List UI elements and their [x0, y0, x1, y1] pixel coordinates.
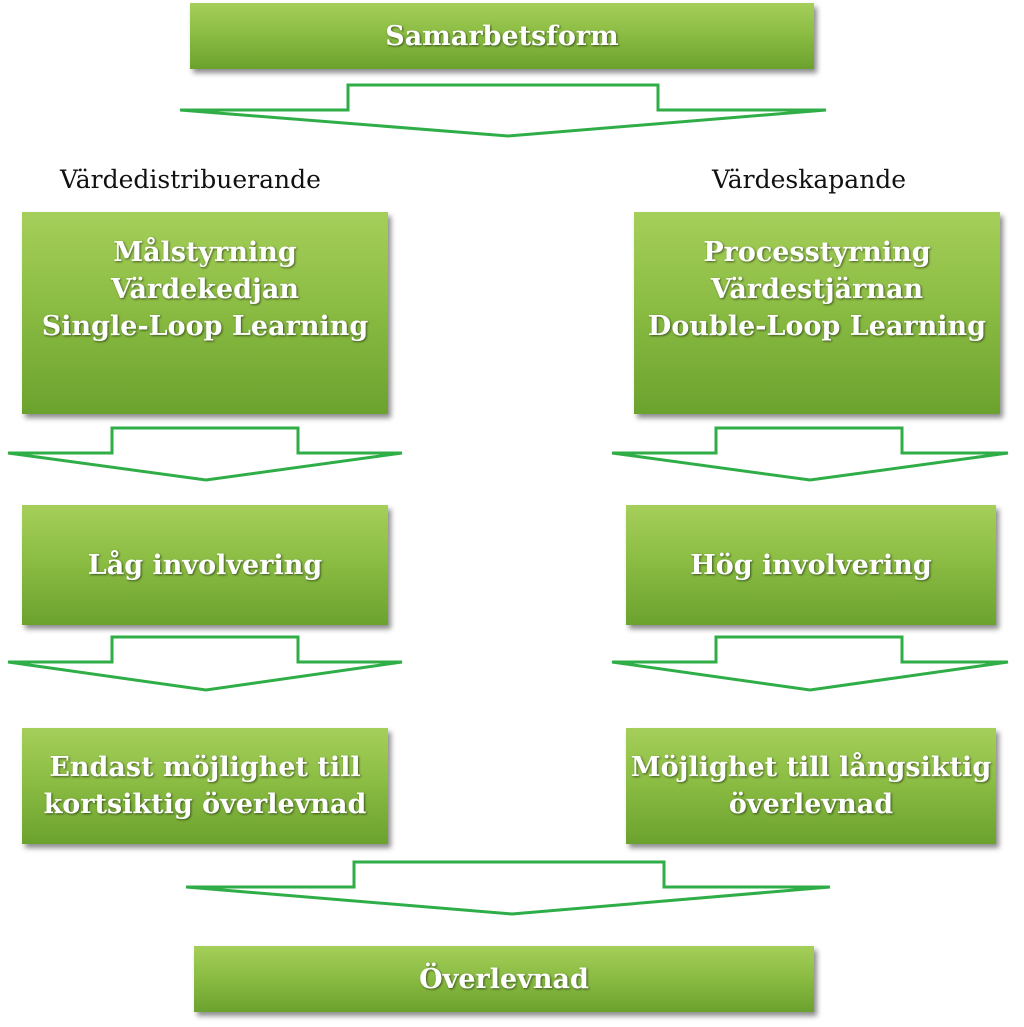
- right-outcome-line-2: överlevnad: [728, 789, 894, 820]
- left-concept-1: Målstyrning: [113, 237, 297, 268]
- right-concept-1: Processtyrning: [703, 237, 931, 268]
- overlevnad-label: Överlevnad: [419, 963, 589, 995]
- left-involvement-label: Låg involvering: [87, 549, 323, 581]
- overlevnad-box: Överlevnad: [194, 946, 814, 1012]
- left-concept-2: Värdekedjan: [111, 274, 299, 305]
- right-concept-3: Double-Loop Learning: [647, 311, 987, 342]
- right-concept-2: Värdestjärnan: [710, 274, 924, 305]
- left-outcome-box: Endast möjlighet till kortsiktig överlev…: [22, 728, 388, 844]
- right-involvement-label: Hög involvering: [690, 549, 932, 581]
- left-outcome-line-2: kortsiktig överlevnad: [43, 789, 367, 820]
- right-heading: Värdeskapande: [712, 165, 907, 194]
- right-outcome-box: Möjlighet till långsiktig överlevnad: [626, 728, 996, 844]
- left-concepts-box: Målstyrning Värdekedjan Single-Loop Lear…: [22, 212, 388, 414]
- right-concepts-box: Processtyrning Värdestjärnan Double-Loop…: [634, 212, 1000, 414]
- samarbetsform-box: Samarbetsform: [190, 3, 814, 69]
- right-outcome-line-1: Möjlighet till långsiktig: [630, 752, 992, 783]
- right-involvement-box: Hög involvering: [626, 505, 996, 625]
- left-involvement-box: Låg involvering: [22, 505, 388, 625]
- left-heading: Värdedistribuerande: [60, 165, 321, 194]
- samarbetsform-label: Samarbetsform: [385, 20, 619, 52]
- left-outcome-line-1: Endast möjlighet till: [49, 752, 361, 783]
- left-concept-3: Single-Loop Learning: [41, 311, 369, 342]
